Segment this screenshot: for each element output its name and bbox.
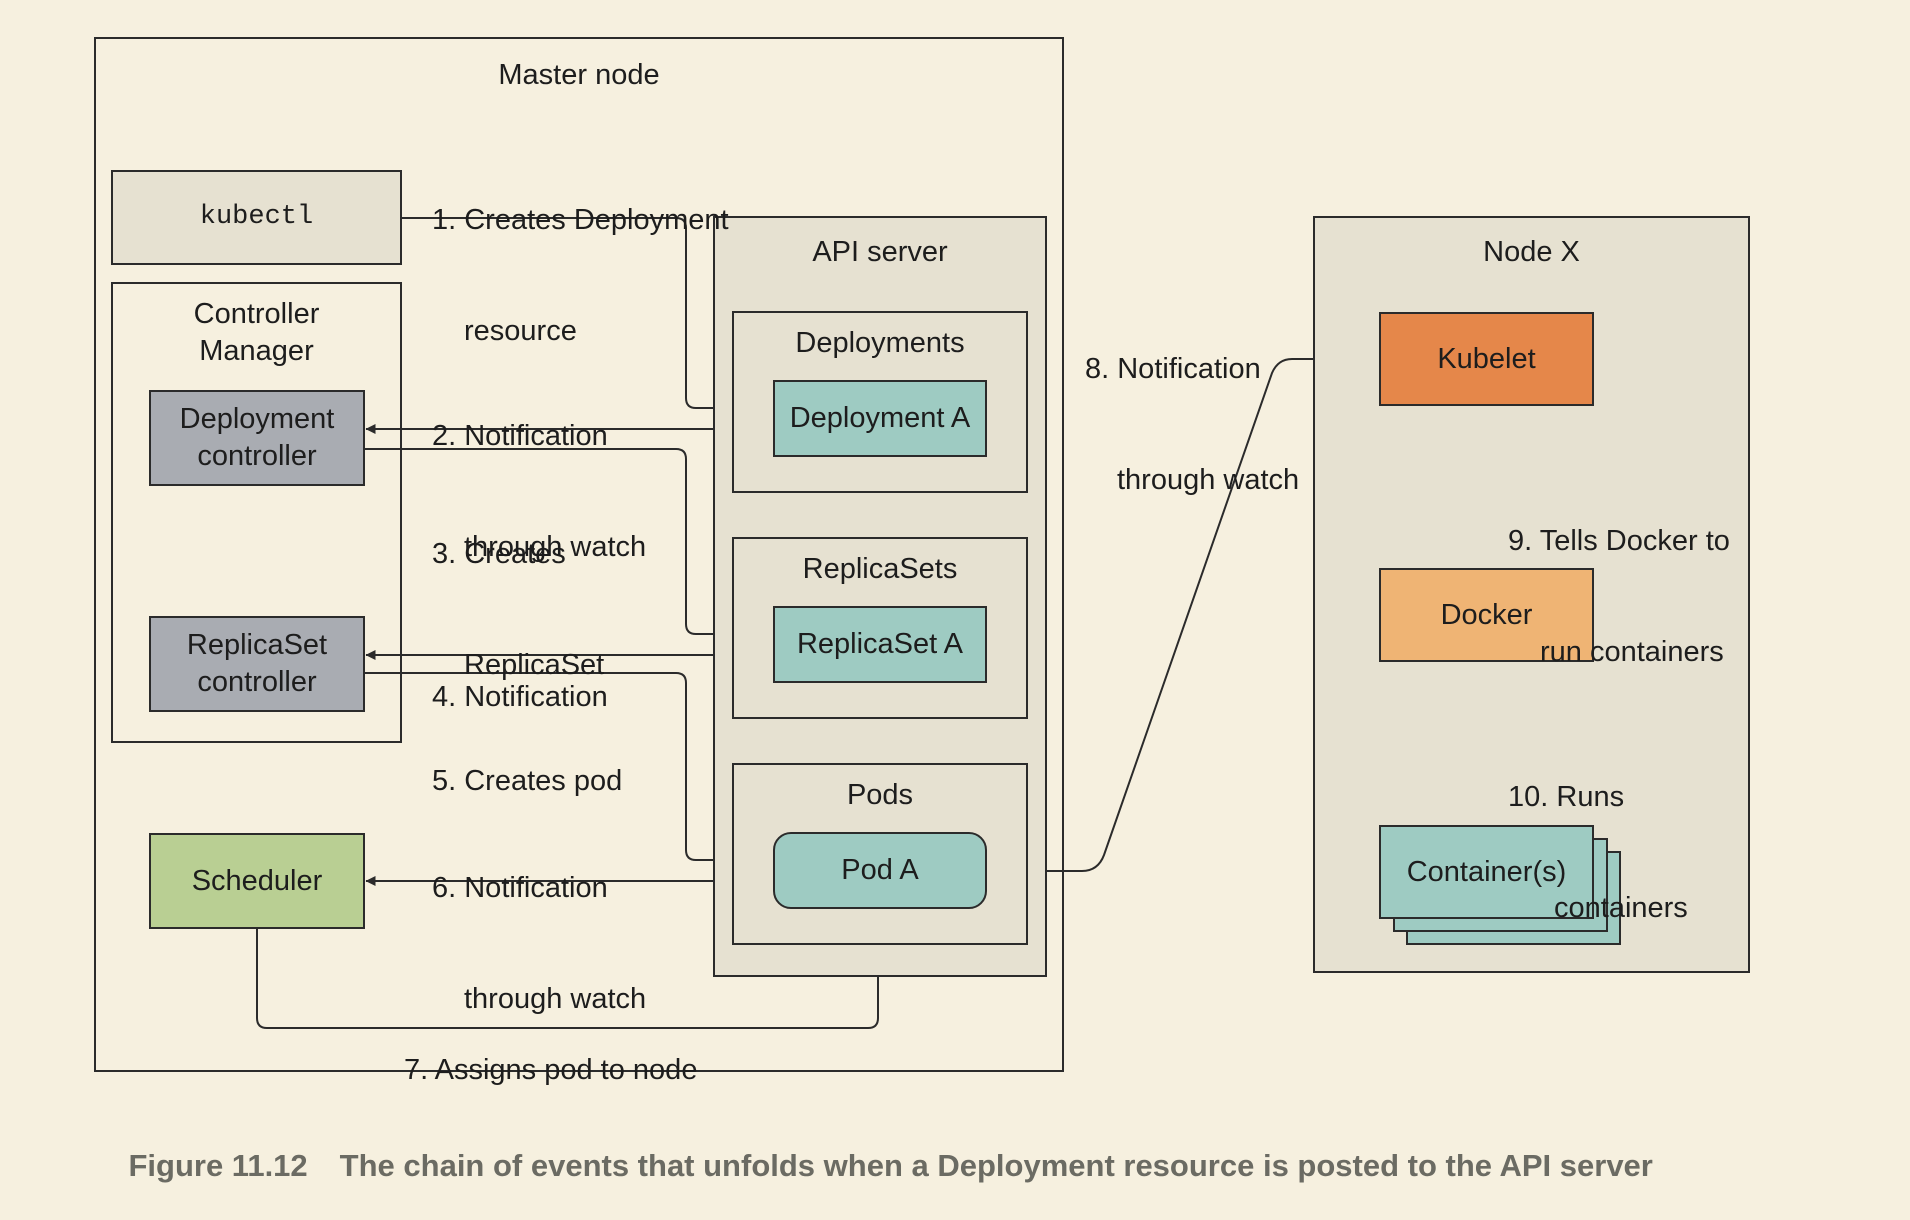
step-3-line1: 3. Creates xyxy=(432,538,566,570)
replicaset-controller-line2: controller xyxy=(197,666,317,698)
controller-manager-title-line1: Controller xyxy=(193,298,320,330)
deployment-controller-line1: Deployment xyxy=(179,403,335,435)
replicaset-controller-box: ReplicaSet controller xyxy=(149,616,365,712)
step-5-line1: 5. Creates pod xyxy=(432,765,623,797)
step-8-line1: 8. Notification xyxy=(1085,353,1261,385)
arrow-scheduler-to-pod xyxy=(256,912,883,1029)
replicaset-controller-line1: ReplicaSet xyxy=(186,629,328,661)
replicaset-a-label: ReplicaSet A xyxy=(796,628,964,660)
deployments-group: Deployments xyxy=(732,311,1028,493)
step-10-label: 10. Runs containers xyxy=(1508,705,1688,1001)
arrow-pod-to-kubelet xyxy=(987,354,1377,872)
step-3-line2: ReplicaSet xyxy=(464,649,605,681)
deployment-a-box: Deployment A xyxy=(773,380,987,457)
scheduler-label: Scheduler xyxy=(191,864,323,897)
deployments-title: Deployments xyxy=(795,327,965,359)
kubectl-box: kubectl xyxy=(111,170,402,265)
docker-box: Docker xyxy=(1379,568,1594,662)
controller-manager-title: Controller Manager xyxy=(113,296,400,370)
arrow-kubectl-to-deployment xyxy=(401,217,771,413)
deployment-a-label: Deployment A xyxy=(789,402,971,434)
step-7-label: 7. Assigns pod to node xyxy=(404,978,697,1163)
step-7-line1: 7. Assigns pod to node xyxy=(404,1054,698,1086)
step-3-label: 3. Creates ReplicaSet xyxy=(432,462,604,758)
deployment-controller-line2: controller xyxy=(197,440,317,472)
deployment-event-chain-diagram: Master node kubectl Controller Manager D… xyxy=(94,37,1750,1183)
arrow-controller-to-pod xyxy=(365,672,771,865)
step-1-line1: 1. Creates Deployment xyxy=(432,204,729,236)
deployment-controller-box: Deployment controller xyxy=(149,390,365,486)
replicasets-title: ReplicaSets xyxy=(802,553,958,585)
step-1-label: 1. Creates Deployment resource xyxy=(432,128,729,424)
kubelet-label: Kubelet xyxy=(1437,342,1536,375)
step-8-label: 8. Notification through watch xyxy=(1085,277,1299,573)
controller-manager-frame: Controller Manager xyxy=(111,282,402,743)
kubelet-box: Kubelet xyxy=(1379,312,1594,406)
scheduler-box: Scheduler xyxy=(149,833,365,929)
pods-title: Pods xyxy=(846,779,914,811)
arrow-controller-to-replicaset xyxy=(365,448,771,639)
step-2-label: 2. Notification through watch xyxy=(432,344,646,640)
containers-box: Container(s) xyxy=(1379,825,1594,919)
step-2-line1: 2. Notification xyxy=(432,420,608,452)
figure-number: Figure 11.12 xyxy=(128,1148,308,1183)
step-2-line2: through watch xyxy=(464,531,647,563)
step-8-line2: through watch xyxy=(1117,464,1300,496)
step-6-label: 6. Notification through watch xyxy=(432,796,646,1092)
step-6-line2: through watch xyxy=(464,983,647,1015)
figure-caption-text: The chain of events that unfolds when a … xyxy=(339,1148,1653,1183)
step-5-label: 5. Creates pod xyxy=(432,689,622,874)
replicaset-a-box: ReplicaSet A xyxy=(773,606,987,683)
step-6-line1: 6. Notification xyxy=(432,872,608,904)
pod-a-label: Pod A xyxy=(841,854,919,886)
node-x-title: Node X xyxy=(1483,236,1580,268)
step-9-line1: 9. Tells Docker to xyxy=(1508,525,1730,557)
master-node-frame: Master node xyxy=(94,37,1064,1072)
docker-label: Docker xyxy=(1440,598,1533,631)
step-9-label: 9. Tells Docker to run containers xyxy=(1508,449,1730,745)
pod-a-box: Pod A xyxy=(773,832,987,909)
connector-lines xyxy=(256,217,1491,1029)
figure-caption: Figure 11.12 The chain of events that unf… xyxy=(94,1112,1653,1220)
master-node-title: Master node xyxy=(498,59,660,91)
step-10-line2: containers xyxy=(1554,892,1688,924)
replicasets-group: ReplicaSets xyxy=(732,537,1028,719)
pods-group: Pods xyxy=(732,763,1028,945)
step-4-label: 4. Notification xyxy=(432,605,608,790)
kubectl-label: kubectl xyxy=(199,202,314,232)
step-1-line2: resource xyxy=(464,315,577,347)
api-server-title: API server xyxy=(812,236,948,268)
containers-label: Container(s) xyxy=(1406,855,1567,888)
step-9-line2: run containers xyxy=(1540,636,1724,668)
controller-manager-title-line2: Manager xyxy=(199,335,314,367)
step-10-line1: 10. Runs xyxy=(1508,781,1625,813)
step-4-line1: 4. Notification xyxy=(432,681,608,713)
